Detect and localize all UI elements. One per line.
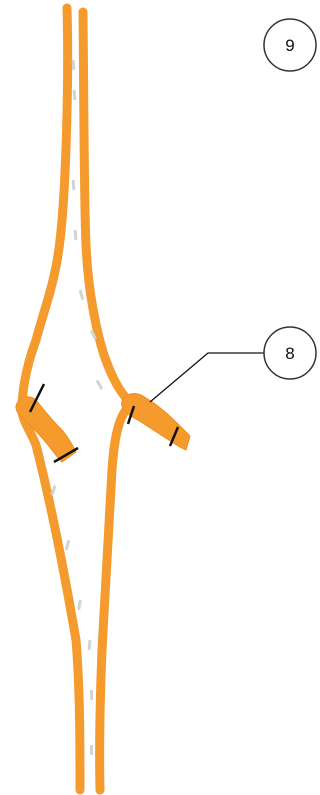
right-branch-arm xyxy=(122,394,190,451)
right-lower-strip xyxy=(100,410,126,790)
callout-label-9: 9 xyxy=(285,36,294,55)
callout-9: 9 xyxy=(264,19,316,71)
callout-8: 8 xyxy=(150,327,316,402)
callout-label-8: 8 xyxy=(285,344,294,363)
leader-line xyxy=(150,353,264,402)
right-upper-strip xyxy=(83,12,128,400)
